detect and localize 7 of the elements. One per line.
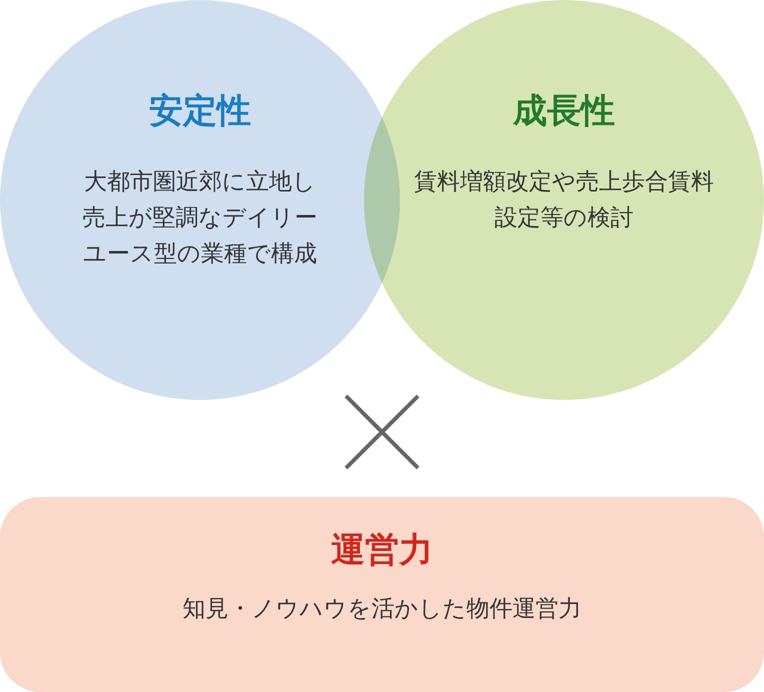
rounded-panel (0, 497, 764, 692)
description: 大都市圏近郊に立地し売上が堅調なデイリーユース型の業種で構成 (82, 168, 318, 269)
heading: 安定性 (149, 90, 251, 133)
heading: 運営力 (331, 529, 433, 572)
description: 賃料増額改定や売上歩合賃料設定等の検討 (414, 168, 714, 233)
description: 知見・ノウハウを活かした物件運営力 (182, 595, 582, 624)
heading: 成長性 (513, 90, 615, 133)
